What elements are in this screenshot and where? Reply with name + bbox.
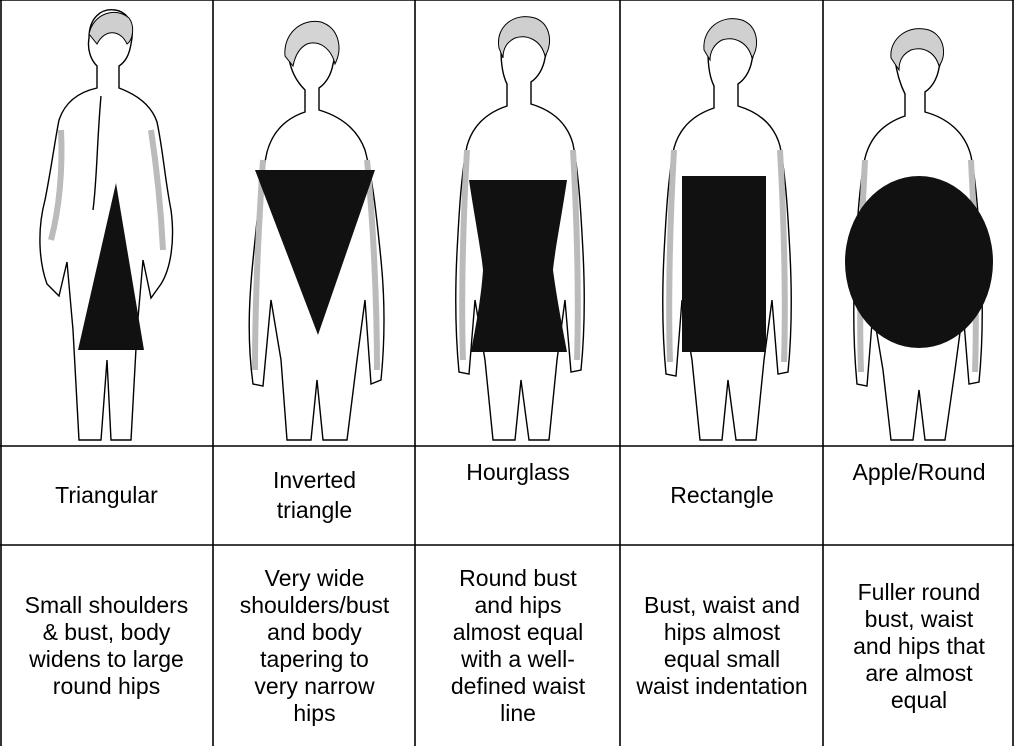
shape-name-hourglass: Hourglass [417,447,619,543]
shape-description-apple-round: Fuller round bust, waist and hips that a… [825,546,1013,746]
apple-round-figure [825,0,1013,445]
shape-name-inverted-triangle: Inverted triangle [215,447,414,543]
shape-description-rectangle: Bust, waist and hips almost equal small … [622,546,822,746]
inverted-triangle-figure [215,0,414,445]
apple-overlay [845,176,993,348]
triangular-figure [1,0,212,445]
shape-name-apple-round: Apple/Round [825,447,1013,543]
shape-name-rectangle: Rectangle [622,447,822,543]
hourglass-overlay [469,180,567,352]
shape-description-inverted-triangle: Very wide shoulders/bust and body taperi… [215,546,414,746]
shape-description-hourglass: Round bust and hips almost equal with a … [417,546,619,746]
rectangle-overlay [682,176,766,352]
shape-description-triangular: Small shoulders & bust, body widens to l… [1,546,212,746]
hourglass-figure [417,0,619,445]
shape-name-triangular: Triangular [1,447,212,543]
rectangle-figure [622,0,822,445]
